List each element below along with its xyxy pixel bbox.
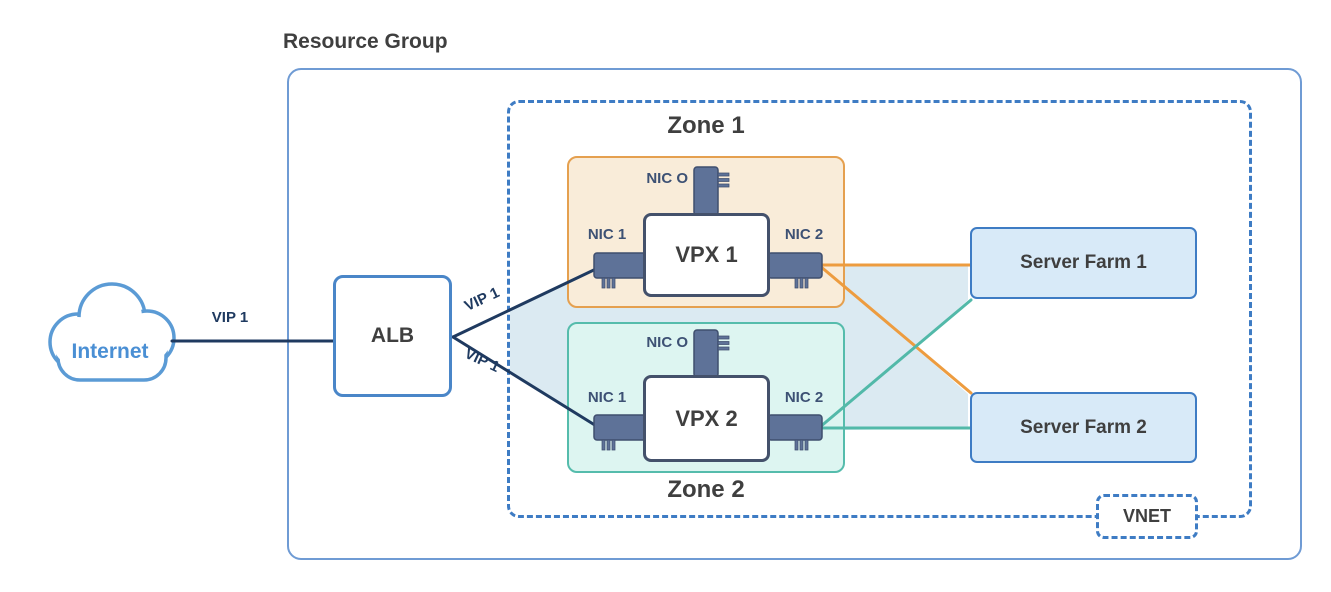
vpx2-box: VPX 2 <box>643 375 770 462</box>
vpx2-nic2-label: NIC 2 <box>784 389 824 406</box>
internet-cloud-icon <box>48 282 176 382</box>
resource-group-title: Resource Group <box>283 30 448 53</box>
vpx1-nic2-connector-icon <box>767 252 823 279</box>
vpx2-nic2-connector-icon <box>767 414 823 441</box>
vnet-label: VNET <box>1122 506 1171 526</box>
vpx2-nic0-connector-icon <box>693 329 719 378</box>
line-alb-to-vpx2 <box>451 335 600 429</box>
vpx2-nic0-label: NIC O <box>646 334 688 351</box>
alb-box: ALB <box>333 275 452 397</box>
vpx2-label: VPX 2 <box>675 405 738 431</box>
server-farm1-box: Server Farm 1 <box>970 227 1197 299</box>
resource-group-box <box>287 68 1302 560</box>
server-farm2-label: Server Farm 2 <box>1020 416 1147 438</box>
vpx1-label: VPX 1 <box>675 242 738 267</box>
vpx1-nic2-label: NIC 2 <box>784 226 824 243</box>
line-vpx2-to-farm1 <box>818 298 973 429</box>
zone2-label: Zone 2 <box>667 476 745 503</box>
vip1-label-internet-alb: VIP 1 <box>211 309 249 326</box>
vnet-label-box: VNET <box>1096 494 1198 539</box>
line-vpx1-to-farm2 <box>818 264 973 395</box>
vpx2-nic1-label: NIC 1 <box>587 389 627 406</box>
vpx1-box: VPX 1 <box>643 213 770 297</box>
server-farm2-box: Server Farm 2 <box>970 392 1197 463</box>
vpx2-nic-connectors <box>593 329 823 451</box>
internet-label: Internet <box>71 340 149 363</box>
alb-label: ALB <box>370 324 415 347</box>
vpx1-nic1-label: NIC 1 <box>587 226 627 243</box>
vpx1-nic1-connector-icon <box>593 252 649 279</box>
vpx2-nic1-connector-icon <box>593 414 649 441</box>
server-farm1-label: Server Farm 1 <box>1020 252 1147 273</box>
vpx1-nic0-connector-icon <box>693 166 719 216</box>
zone1-label: Zone 1 <box>667 112 745 139</box>
vpx1-nic-connectors <box>593 166 823 289</box>
vpx1-nic0-label: NIC O <box>646 170 688 187</box>
line-alb-to-vpx1 <box>451 266 600 339</box>
